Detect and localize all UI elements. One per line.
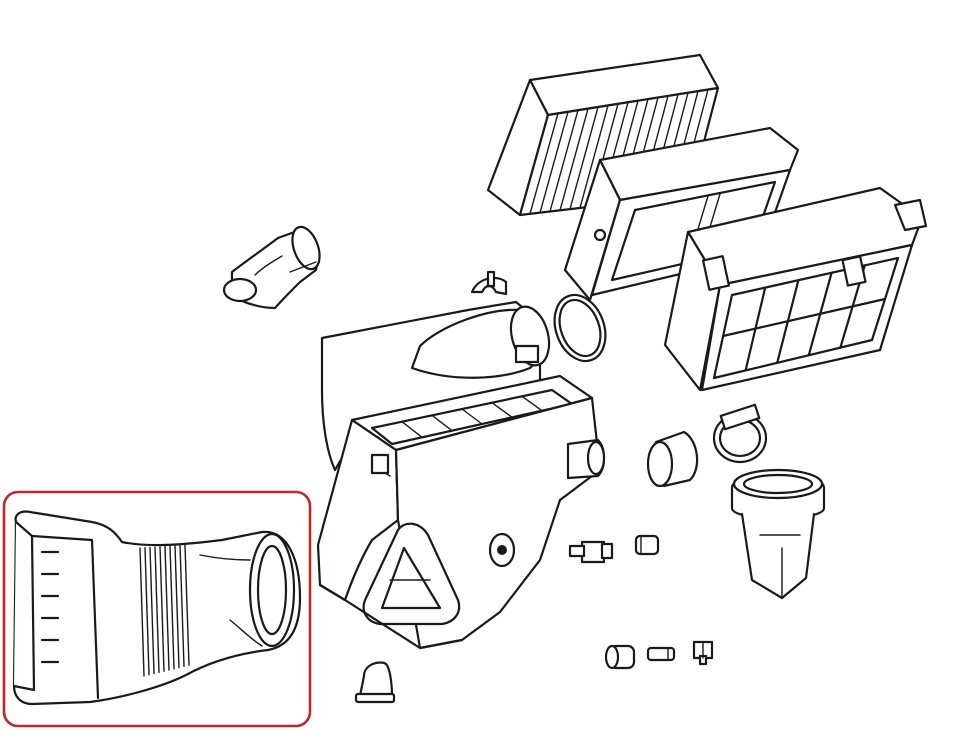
highlight-frame [2,490,312,728]
rubber-mount-icon [568,540,614,564]
filter-grille-icon [663,186,928,392]
duct-rib-line [169,545,175,670]
o-ring-seal-icon [553,293,607,363]
grommet-icon [634,534,660,556]
bolt-icon [692,640,714,666]
housing-rib-line [431,414,453,432]
filter-pleat-line [569,106,599,210]
filter-pleat-line [559,107,589,211]
rubber-buffer-icon [354,661,396,704]
filter-pleat-line [519,114,549,216]
duct-rib-line [139,547,145,677]
filter-pleat-line [579,104,609,209]
duct-rib-line [179,544,185,668]
housing-rib-line [401,420,423,439]
housing-rib-line [461,408,483,425]
duct-rib-line [144,547,150,676]
duct-rib-line [154,546,160,674]
duct-rib-line [164,545,170,671]
duct-rib-line [159,546,165,672]
intake-air-duct-icon [12,510,302,706]
grille-bar-line [721,297,887,338]
rubber-sleeve-icon [646,430,699,488]
filter-pleat-line [529,112,559,215]
housing-rib-line [521,395,543,412]
duct-rib-line [149,546,155,675]
pin-icon [646,646,676,662]
bushing-icon [604,644,636,670]
retaining-clip-icon [470,270,508,296]
hose-clamp-icon [712,403,768,464]
intake-elbow-hose-icon [222,225,321,310]
air-filter-housing-icon [316,300,606,650]
intake-funnel-icon [730,468,826,600]
duct-rib-line [174,545,180,669]
filter-pleat-line [539,111,569,214]
filter-pleat-line [549,109,579,213]
duct-rib-line [184,544,190,666]
housing-rib-line [491,401,513,419]
